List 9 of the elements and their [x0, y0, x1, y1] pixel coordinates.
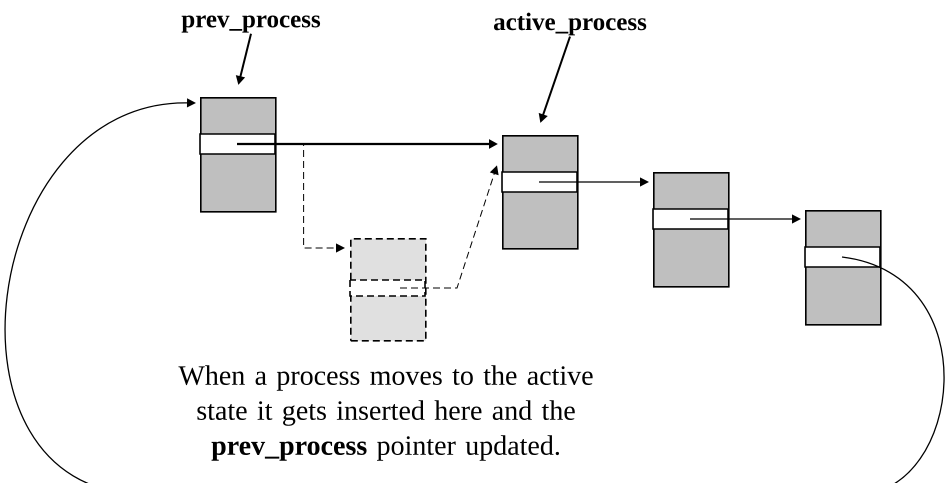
pointer-label: active_process — [494, 12, 646, 36]
process-block — [804, 210, 882, 326]
process-block — [501, 135, 579, 250]
arrow — [5, 98, 944, 483]
note-text: When a process moves to the active state it gets inserted here and the prev_process pointer updated. — [178, 365, 593, 461]
process-block — [199, 97, 277, 213]
process-block — [652, 172, 730, 288]
process-block — [349, 238, 427, 342]
pointer-label: prev_process — [182, 15, 320, 33]
